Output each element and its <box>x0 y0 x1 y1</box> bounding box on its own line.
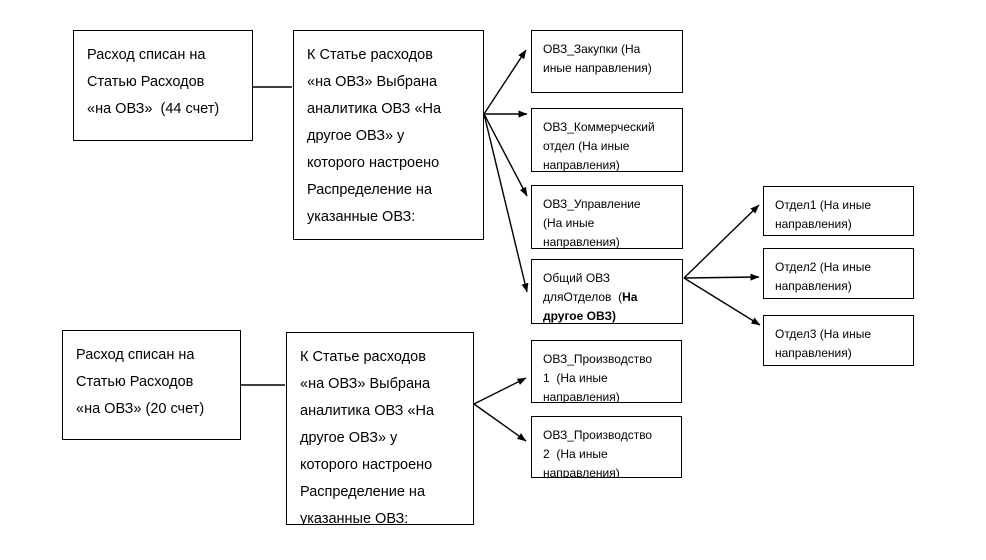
node-expense-44-account: Расход списан на Статью Расходов «на ОВЗ… <box>73 30 253 141</box>
node-ovz-upravlenie: ОВЗ_Управление (На иные направления) <box>531 185 683 249</box>
node-text: Расход списан на Статью Расходов «на ОВЗ… <box>76 347 205 417</box>
node-text: К Статье расходов «на ОВЗ» Выбрана анали… <box>300 349 435 525</box>
node-text: ОВЗ_Коммерческий отдел (На иные направле… <box>543 120 655 172</box>
node-text: К Статье расходов «на ОВЗ» Выбрана анали… <box>307 47 442 225</box>
node-text: Отдел1 (На иные направления) <box>775 198 872 231</box>
node-obshchiy-ovz-dlya-otdelov: Общий ОВЗ дляОтделов (На другое ОВЗ) <box>531 259 683 324</box>
edge-c4-d2 <box>683 273 760 281</box>
edge-b2-c6 <box>473 403 527 442</box>
node-article-analytics-bottom: К Статье расходов «на ОВЗ» Выбрана анали… <box>286 332 474 525</box>
node-ovz-proizvodstvo-1: ОВЗ_Производство 1 (На иные направления) <box>531 340 682 403</box>
edge-b1-c1 <box>483 49 527 115</box>
node-otdel3: Отдел3 (На иные направления) <box>763 315 914 366</box>
node-otdel2: Отдел2 (На иные направления) <box>763 248 914 299</box>
node-text: ОВЗ_Производство 2 (На иные направления) <box>543 428 653 478</box>
node-ovz-zakupki: ОВЗ_Закупки (На иные направления) <box>531 30 683 93</box>
edge-b1-c3 <box>483 113 528 197</box>
node-ovz-kommercheskiy-otdel: ОВЗ_Коммерческий отдел (На иные направле… <box>531 108 683 172</box>
edge-c4-d1 <box>683 204 760 279</box>
node-text: Общий ОВЗ дляОтделов ( <box>543 271 623 304</box>
node-text: Расход списан на Статью Расходов «на ОВЗ… <box>87 47 220 117</box>
node-text-bold: На другое ОВЗ) <box>543 290 638 323</box>
node-text: Отдел2 (На иные направления) <box>775 260 872 293</box>
node-text: Отдел3 (На иные направления) <box>775 327 872 360</box>
edge-c4-d3 <box>683 277 761 326</box>
node-article-analytics-top: К Статье расходов «на ОВЗ» Выбрана анали… <box>293 30 484 240</box>
node-ovz-proizvodstvo-2: ОВЗ_Производство 2 (На иные направления) <box>531 416 682 478</box>
node-expense-20-account: Расход списан на Статью Расходов «на ОВЗ… <box>62 330 241 440</box>
node-otdel1: Отдел1 (На иные направления) <box>763 186 914 236</box>
node-text: ОВЗ_Управление (На иные направления) <box>543 197 641 249</box>
edge-b2-c5 <box>473 377 527 405</box>
node-text: ОВЗ_Закупки (На иные направления) <box>543 42 652 75</box>
edge-b1-c4 <box>483 113 529 293</box>
node-text: ОВЗ_Производство 1 (На иные направления) <box>543 352 653 403</box>
